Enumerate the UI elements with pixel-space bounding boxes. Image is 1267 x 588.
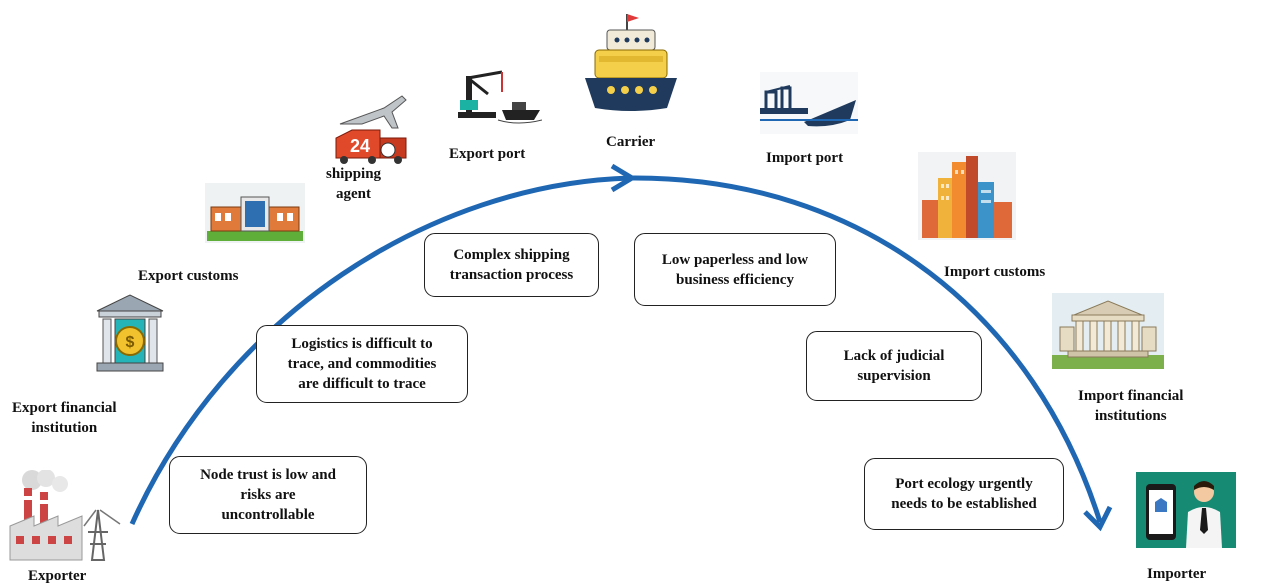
problem-box-shipping: Complex shipping transaction process [424, 233, 599, 297]
exporter-label: Exporter [28, 568, 87, 584]
export-customs-label: Export customs [138, 268, 239, 284]
plane-truck-icon: 24 [335, 95, 407, 164]
end-arrowhead [1083, 505, 1113, 532]
bank-coin-icon: $ [96, 294, 164, 372]
problem-box-paperless: Low paperless and low business efficienc… [634, 233, 836, 306]
svg-text:$: $ [126, 334, 135, 351]
businessman-phone-icon [1136, 472, 1236, 548]
problem-box-logistics: Logistics is difficult to trace, and com… [256, 325, 468, 403]
importer-label: Importer [1147, 566, 1207, 582]
import-port-label: Import port [766, 150, 844, 166]
import-customs-label: Import customs [944, 264, 1046, 280]
export-port-label: Export port [449, 146, 526, 162]
problem-box-ecology: Port ecology urgently needs to be establ… [864, 458, 1064, 530]
classical-bank-icon [1052, 293, 1164, 369]
problem-box-judicial: Lack of judicial supervision [806, 331, 982, 401]
factory-icon [9, 470, 121, 561]
carrier-label: Carrier [606, 134, 656, 150]
problem-box-trust: Node trust is low and risks are uncontro… [169, 456, 367, 534]
export-financial-label: Export financial institution [12, 400, 117, 436]
shipping-agent-label: shipping agent [326, 166, 382, 202]
ship-icon [585, 14, 677, 111]
crane-ship-icon [458, 70, 542, 124]
port-ship-icon [760, 72, 858, 134]
svg-text:24: 24 [350, 136, 370, 156]
import-financial-label: Import financial institutions [1078, 388, 1184, 424]
city-buildings-icon [918, 152, 1016, 240]
customs-building-icon [205, 183, 305, 243]
mid-arrowhead [610, 163, 637, 193]
